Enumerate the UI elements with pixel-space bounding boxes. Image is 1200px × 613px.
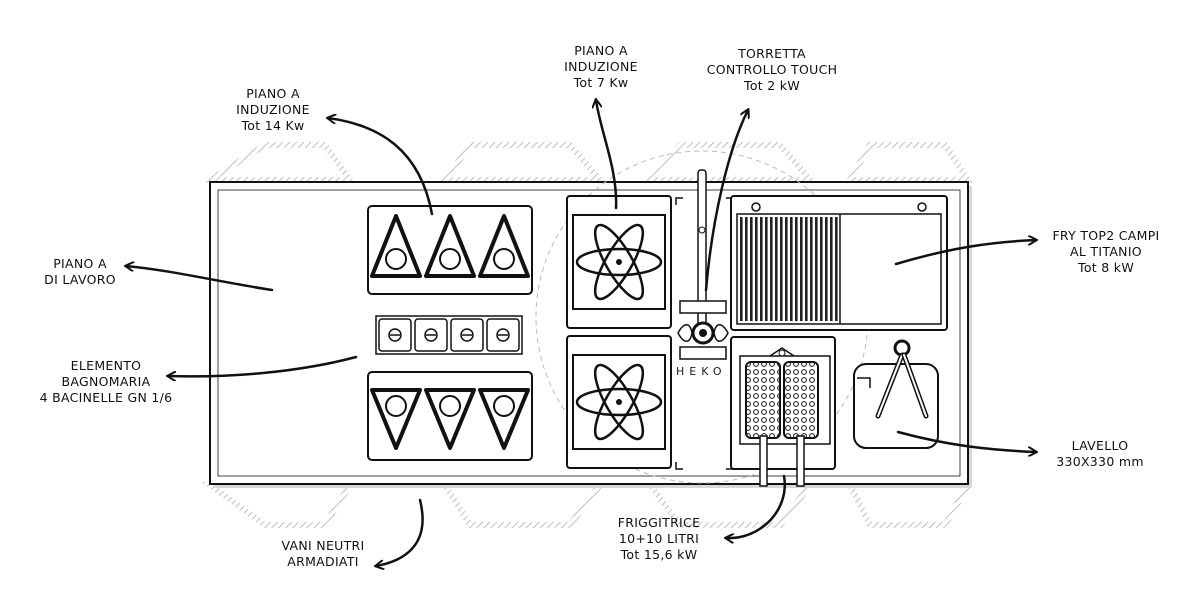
label-worktop: PIANO A DI LAVORO: [30, 256, 130, 288]
label-line: ELEMENTO: [70, 358, 142, 373]
cooking-zone: [370, 388, 422, 450]
gn-pan: [486, 318, 520, 352]
label-induction-center: PIANO A INDUZIONE Tot 7 Kw: [546, 43, 656, 91]
label-line: INDUZIONE: [236, 102, 310, 117]
label-line: DI LAVORO: [44, 272, 116, 287]
label-fry-top: FRY TOP2 CAMPI AL TITANIO Tot 8 kW: [1036, 228, 1176, 276]
atom-coil-icon: [575, 223, 663, 301]
induction-hob-center: [566, 195, 672, 469]
fry-top: [730, 195, 948, 331]
faucet-icon: [875, 339, 929, 419]
label-line: AL TITANIO: [1070, 244, 1142, 259]
label-line: 10+10 LITRI: [618, 531, 700, 546]
label-cabinets: VANI NEUTRI ARMADIATI: [268, 538, 378, 570]
cooking-zone: [478, 388, 530, 450]
label-line: PIANO A: [246, 86, 300, 101]
bain-marie-unit: [375, 315, 523, 355]
atom-coil-icon: [575, 363, 663, 441]
label-line: ARMADIATI: [287, 554, 359, 569]
label-line: FRY TOP2 CAMPI: [1052, 228, 1160, 243]
label-line: 4 BACINELLE GN 1/6: [39, 390, 173, 405]
label-line: Tot 2 kW: [744, 78, 800, 93]
gn-pan: [450, 318, 484, 352]
label-line: VANI NEUTRI: [281, 538, 365, 553]
label-line: CONTROLLO TOUCH: [706, 62, 838, 77]
label-line: INDUZIONE: [564, 59, 638, 74]
cooking-zone: [424, 214, 476, 278]
label-line: PIANO A: [574, 43, 628, 58]
fryer: [730, 336, 836, 487]
callout-arrows: [126, 100, 1036, 566]
induction-hob-left-top: [367, 205, 533, 295]
label-line: Tot 14 Kw: [241, 118, 305, 133]
label-line: 330X330 mm: [1056, 454, 1144, 469]
label-line: LAVELLO: [1071, 438, 1129, 453]
label-line: FRIGGITRICE: [617, 515, 701, 530]
brand-heko: HEKO: [676, 365, 727, 378]
label-induction-left: PIANO A INDUZIONE Tot 14 Kw: [218, 86, 328, 134]
label-line: Tot 8 kW: [1078, 260, 1134, 275]
label-line: TORRETTA: [738, 46, 806, 61]
fryer-basket: [745, 361, 781, 487]
label-line: PIANO A: [53, 256, 107, 271]
fryer-basket: [783, 361, 819, 487]
cooking-zone: [478, 214, 530, 278]
cooking-zone: [424, 388, 476, 450]
control-tower: [675, 169, 734, 470]
label-line: Tot 15,6 kW: [620, 547, 698, 562]
gn-pan: [378, 318, 412, 352]
label-line: Tot 7 Kw: [573, 75, 629, 90]
cabinet-outlines: [199, 142, 974, 528]
sink: [853, 339, 939, 449]
label-bain-marie: ELEMENTO BAGNOMARIA 4 BACINELLE GN 1/6: [16, 358, 196, 406]
label-control-tower: TORRETTA CONTROLLO TOUCH Tot 2 kW: [692, 46, 852, 94]
induction-hob-left-bottom: [367, 371, 533, 461]
cooking-zone: [370, 214, 422, 278]
gn-pan: [414, 318, 448, 352]
label-fryer: FRIGGITRICE 10+10 LITRI Tot 15,6 kW: [604, 515, 714, 563]
label-line: BAGNOMARIA: [61, 374, 151, 389]
label-sink: LAVELLO 330X330 mm: [1040, 438, 1160, 470]
